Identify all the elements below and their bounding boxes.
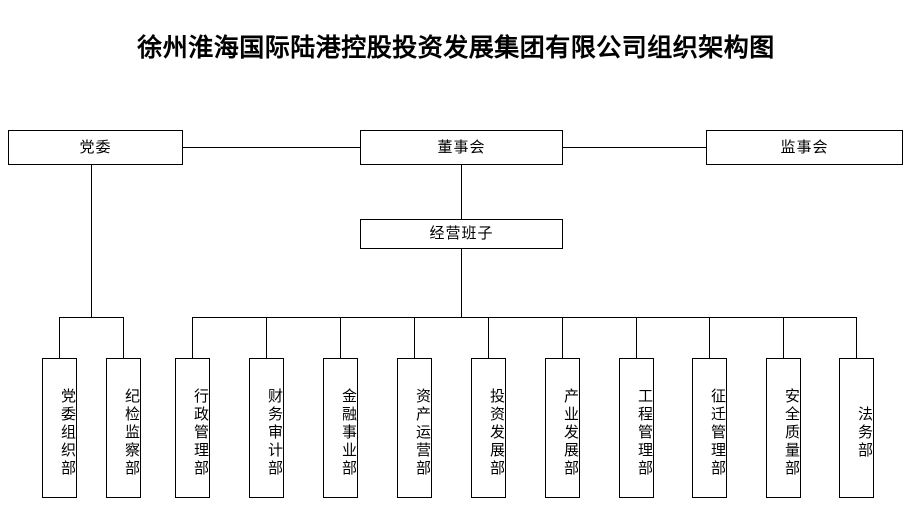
node-party-committee[interactable]: 党委 bbox=[8, 130, 183, 165]
party-branch-bus bbox=[59, 317, 124, 319]
node-dept-investment-label: 投资发展部 bbox=[488, 388, 506, 478]
node-dept-party-org[interactable]: 党委组织部 bbox=[42, 358, 77, 498]
drop-dept-discipline bbox=[123, 317, 125, 358]
node-dept-investment[interactable]: 投资发展部 bbox=[471, 358, 506, 498]
node-board-of-directors-label: 董事会 bbox=[437, 137, 486, 156]
node-board-of-supervisors[interactable]: 监事会 bbox=[706, 130, 903, 165]
connector-board-to-management bbox=[461, 165, 463, 219]
drop-dept-asset-ops bbox=[414, 317, 416, 358]
connector-management-to-bus bbox=[461, 249, 463, 317]
node-board-of-supervisors-label: 监事会 bbox=[780, 137, 829, 156]
drop-dept-legal bbox=[856, 317, 858, 358]
connector-board-to-supervisors bbox=[563, 147, 706, 149]
drop-dept-safety-quality bbox=[783, 317, 785, 358]
drop-dept-finance-audit bbox=[266, 317, 268, 358]
management-branch-bus bbox=[192, 317, 857, 319]
node-dept-finance-business-label: 金融事业部 bbox=[340, 388, 358, 478]
node-management-team-label: 经营班子 bbox=[429, 224, 494, 243]
node-dept-engineering-label: 工程管理部 bbox=[636, 388, 654, 478]
page-title: 徐州淮海国际陆港控股投资发展集团有限公司组织架构图 bbox=[137, 33, 775, 62]
node-dept-discipline[interactable]: 纪检监察部 bbox=[106, 358, 141, 498]
node-dept-asset-ops-label: 资产运营部 bbox=[414, 388, 432, 478]
drop-dept-party-org bbox=[59, 317, 61, 358]
node-dept-finance-audit-label: 财务审计部 bbox=[266, 388, 284, 478]
node-dept-asset-ops[interactable]: 资产运营部 bbox=[397, 358, 432, 498]
drop-dept-admin bbox=[192, 317, 194, 358]
node-party-committee-label: 党委 bbox=[79, 137, 112, 156]
node-board-of-directors[interactable]: 董事会 bbox=[360, 130, 563, 165]
node-dept-relocation[interactable]: 征迁管理部 bbox=[692, 358, 727, 498]
node-dept-discipline-label: 纪检监察部 bbox=[123, 388, 141, 478]
drop-dept-industry bbox=[562, 317, 564, 358]
drop-dept-investment bbox=[488, 317, 490, 358]
node-dept-finance-audit[interactable]: 财务审计部 bbox=[249, 358, 284, 498]
node-dept-industry-label: 产业发展部 bbox=[562, 388, 580, 478]
drop-dept-finance-business bbox=[340, 317, 342, 358]
node-dept-admin-label: 行政管理部 bbox=[192, 388, 210, 478]
node-dept-party-org-label: 党委组织部 bbox=[59, 388, 77, 478]
drop-dept-relocation bbox=[709, 317, 711, 358]
node-dept-finance-business[interactable]: 金融事业部 bbox=[323, 358, 358, 498]
node-dept-safety-quality[interactable]: 安全质量部 bbox=[766, 358, 801, 498]
node-dept-industry[interactable]: 产业发展部 bbox=[545, 358, 580, 498]
node-management-team[interactable]: 经营班子 bbox=[360, 219, 563, 249]
node-dept-safety-quality-label: 安全质量部 bbox=[783, 388, 801, 478]
drop-dept-engineering bbox=[636, 317, 638, 358]
node-dept-admin[interactable]: 行政管理部 bbox=[175, 358, 210, 498]
node-dept-relocation-label: 征迁管理部 bbox=[709, 388, 727, 478]
connector-party-to-board bbox=[183, 147, 360, 149]
connector-party-to-subbus bbox=[91, 165, 93, 317]
node-dept-legal-label: 法务部 bbox=[856, 406, 874, 460]
node-dept-legal[interactable]: 法务部 bbox=[839, 358, 874, 498]
node-dept-engineering[interactable]: 工程管理部 bbox=[619, 358, 654, 498]
